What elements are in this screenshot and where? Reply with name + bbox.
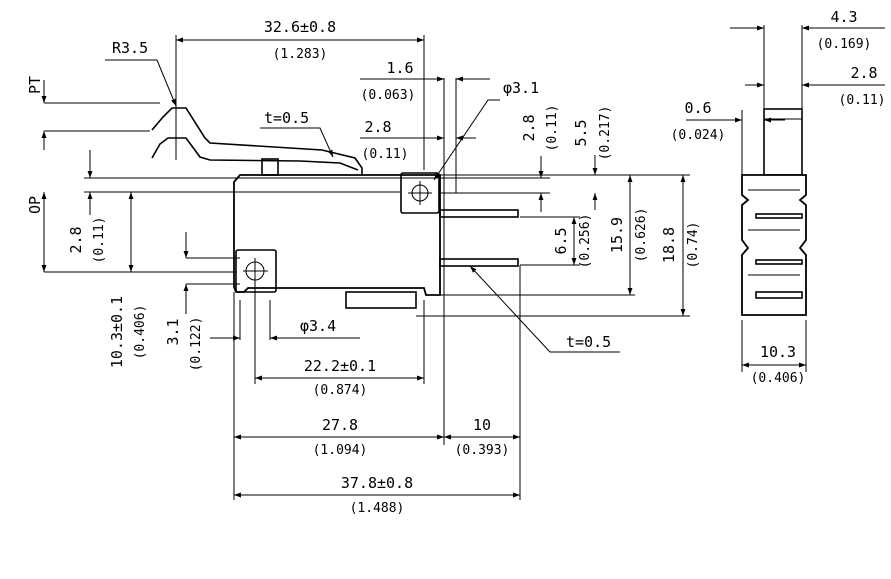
label-d28-mid: 2.8 [364,118,391,136]
label-phi34: φ3.4 [300,317,336,335]
lever-bottom [151,137,359,171]
label-side103: 10.3 [760,343,796,361]
label-v188: 18.8 [660,227,678,263]
actuator-button [261,158,279,176]
label-d222-in: (0.874) [313,383,368,398]
label-side06-in: (0.024) [671,128,726,143]
label-v28-in: (0.11) [545,105,560,152]
front-view: PT OP R3.5 32.6±0.8 (1.283) 1.6 (0.063) … [26,18,701,516]
label-v31-in: (0.122) [189,317,204,372]
label-d326-in: (1.283) [273,47,328,62]
label-side103-in: (0.406) [751,371,806,386]
label-d28-mid-in: (0.11) [362,147,409,162]
label-d10: 10 [473,416,491,434]
label-side43: 4.3 [830,8,857,26]
label-d222: 22.2±0.1 [304,357,376,375]
label-side28-in: (0.11) [839,93,886,108]
label-left28: 2.8 [67,226,85,253]
label-r35: R3.5 [112,39,148,57]
label-side28: 2.8 [850,64,877,82]
label-v55-in: (0.217) [598,106,613,161]
label-d16: 1.6 [386,59,413,77]
label-d278: 27.8 [322,416,358,434]
label-v55: 5.5 [572,119,590,146]
label-side43-in: (0.169) [817,37,872,52]
terminal-upper [439,209,519,218]
lever-top [151,107,363,175]
label-v159: 15.9 [608,217,626,253]
label-op: OP [26,196,44,214]
label-v65: 6.5 [552,227,570,254]
label-left28-in: (0.11) [92,217,107,264]
label-t05-top: t=0.5 [264,109,309,127]
label-v28: 2.8 [520,114,538,141]
label-d378-in: (1.488) [350,501,405,516]
side-body [741,174,807,316]
label-v103-in: (0.406) [133,305,148,360]
label-v188-in: (0.74) [686,222,701,269]
label-v103: 10.3±0.1 [108,296,126,368]
mount-hole-top [400,172,440,214]
label-phi31: φ3.1 [503,79,539,97]
label-v31: 3.1 [164,318,182,345]
switch-body [233,174,441,296]
label-side06: 0.6 [684,99,711,117]
terminal-lower [439,258,519,267]
label-d326: 32.6±0.8 [264,18,336,36]
label-d16-in: (0.063) [361,88,416,103]
label-d278-in: (1.094) [313,443,368,458]
label-d10-in: (0.393) [455,443,510,458]
mount-hole-bottom [235,249,277,293]
label-v65-in: (0.256) [578,214,593,269]
terminal-bottom [345,291,417,309]
label-d378: 37.8±0.8 [341,474,413,492]
label-pt: PT [26,76,44,94]
label-v159-in: (0.626) [634,208,649,263]
label-t05-bot: t=0.5 [566,333,611,351]
side-view: 4.3 (0.169) 2.8 (0.11) 0.6 (0.024) 10.3 … [671,8,886,386]
